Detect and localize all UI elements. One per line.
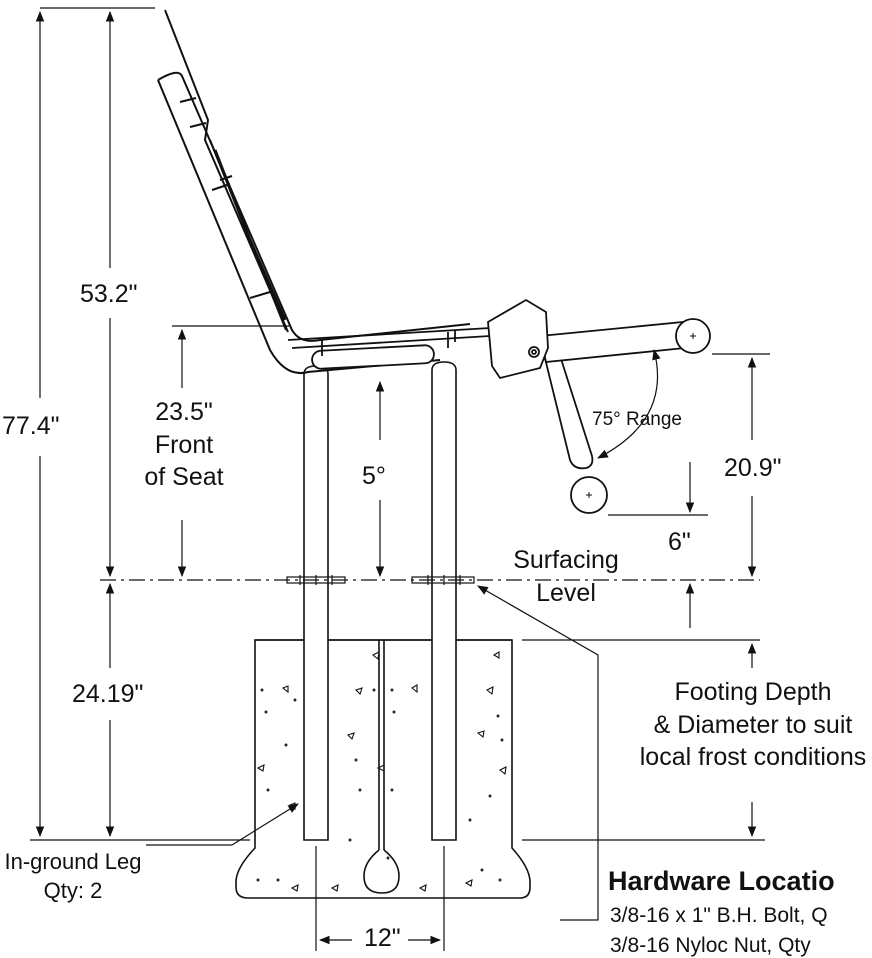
arm-drop-label: 6" (668, 528, 691, 556)
dimension-footing-depth (522, 642, 765, 841)
back-height-label: 53.2" (80, 280, 138, 308)
footing-line3: local frost conditions (639, 743, 867, 771)
leg-line2: Qty: 2 (43, 877, 103, 903)
surfacing-level-label: Surfacing Level (506, 544, 626, 609)
leader-lines (146, 585, 599, 921)
embed-depth-label: 24.19" (72, 680, 144, 708)
footing-line2: & Diameter to suit (653, 710, 853, 739)
hardware-line2: 3/8-16 Nyloc Nut, Qty (610, 934, 811, 957)
arm-range-label: 75° Range (592, 409, 682, 430)
arm-assembly (487, 298, 711, 514)
overall-height-label: 77.4" (2, 412, 60, 440)
pivot-center-marks (586, 333, 696, 498)
footing-note: Footing Depth & Diameter to suit local f… (634, 676, 872, 774)
dimension-seat-front (172, 325, 290, 578)
center-post (363, 640, 400, 894)
hardware-title: Hardware Locatio (608, 866, 835, 896)
surfacing-line1: Surfacing (513, 546, 619, 574)
seat-front-label: 23.5" Front of Seat (132, 396, 236, 494)
backrest (157, 9, 471, 374)
dimension-leg-spacing (315, 846, 445, 951)
surfacing-line2: Level (536, 578, 596, 607)
footing-line1: Footing Depth (674, 678, 832, 706)
dimension-arm-height (712, 353, 770, 578)
hardware-line1: 3/8-16 x 1" B.H. Bolt, Q (610, 904, 828, 927)
dimension-overall-height (30, 7, 250, 841)
seat (287, 327, 491, 370)
seat-front-line3: of Seat (144, 463, 224, 491)
range-arc (597, 348, 661, 459)
leg-line1: In-ground Leg (4, 849, 142, 874)
dimension-arm-drop (608, 462, 708, 628)
leg-spacing-label: 12" (364, 924, 401, 952)
seat-front-value: 23.5" (155, 398, 213, 426)
seat-front-line2: Front (154, 430, 214, 459)
in-ground-legs (303, 361, 457, 841)
seat-angle-label: 5° (362, 462, 386, 490)
arm-height-label: 20.9" (724, 454, 782, 482)
in-ground-leg-note: In-ground Leg Qty: 2 (0, 848, 146, 905)
